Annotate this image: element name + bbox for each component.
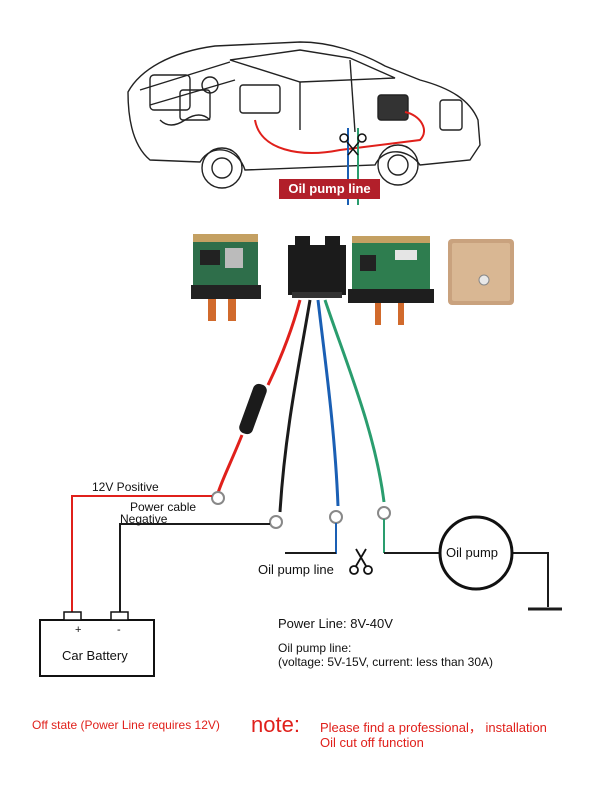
line-positive [71, 495, 212, 614]
label-battery-plus: + [75, 624, 82, 636]
terminal-blue [329, 510, 343, 524]
device-gps-board-right [348, 236, 434, 325]
spec-power-line: Power Line: 8V-40V [278, 616, 393, 631]
spec-oil-line-detail: (voltage: 5V-15V, current: less than 30A… [278, 655, 494, 669]
footer-note-word: note: [251, 712, 300, 737]
terminal-black [269, 515, 283, 529]
scissors-icon [349, 548, 373, 575]
wire-green [323, 299, 386, 503]
wire-blue [316, 299, 340, 507]
footer-off-state: Off state (Power Line requires 12V) [32, 718, 220, 732]
terminal-red [211, 491, 225, 505]
footer-note-line2: Oil cut off function [320, 735, 424, 750]
line-oil-blue [285, 523, 337, 554]
footer-note-line1: Please find a professional， installation [320, 720, 547, 735]
wire-red-positive [266, 299, 302, 386]
car-scissors-icon [339, 133, 367, 156]
device-relay-board-left [191, 234, 261, 321]
fuse-holder [239, 383, 267, 435]
device-relay-housing [288, 236, 346, 298]
label-negative: Negative [120, 512, 168, 526]
car-battery-box [39, 619, 155, 677]
oil-pump-symbol [438, 515, 514, 591]
battery-post-positive [63, 611, 82, 621]
label-12v-positive: 12V Positive [92, 480, 159, 494]
label-oil-pump-line: Oil pump line [258, 562, 334, 577]
car-illustration [127, 41, 481, 189]
terminal-green [377, 506, 391, 520]
device-gps-antenna [448, 239, 514, 305]
label-car-battery: Car Battery [62, 648, 128, 663]
line-pump-ground [513, 552, 549, 607]
wire-red-lower [216, 434, 244, 494]
wire-black-negative [278, 299, 312, 513]
label-oil-pump: Oil pump [446, 545, 499, 560]
oil-pump-line-banner: Oil pump line [279, 179, 380, 199]
line-negative [119, 523, 270, 614]
label-battery-minus: - [117, 624, 121, 636]
spec-oil-line-title: Oil pump line: [278, 641, 352, 655]
battery-post-negative [110, 611, 129, 621]
car-harness-red [254, 111, 425, 154]
label-power-cable: Power cable [130, 500, 197, 514]
